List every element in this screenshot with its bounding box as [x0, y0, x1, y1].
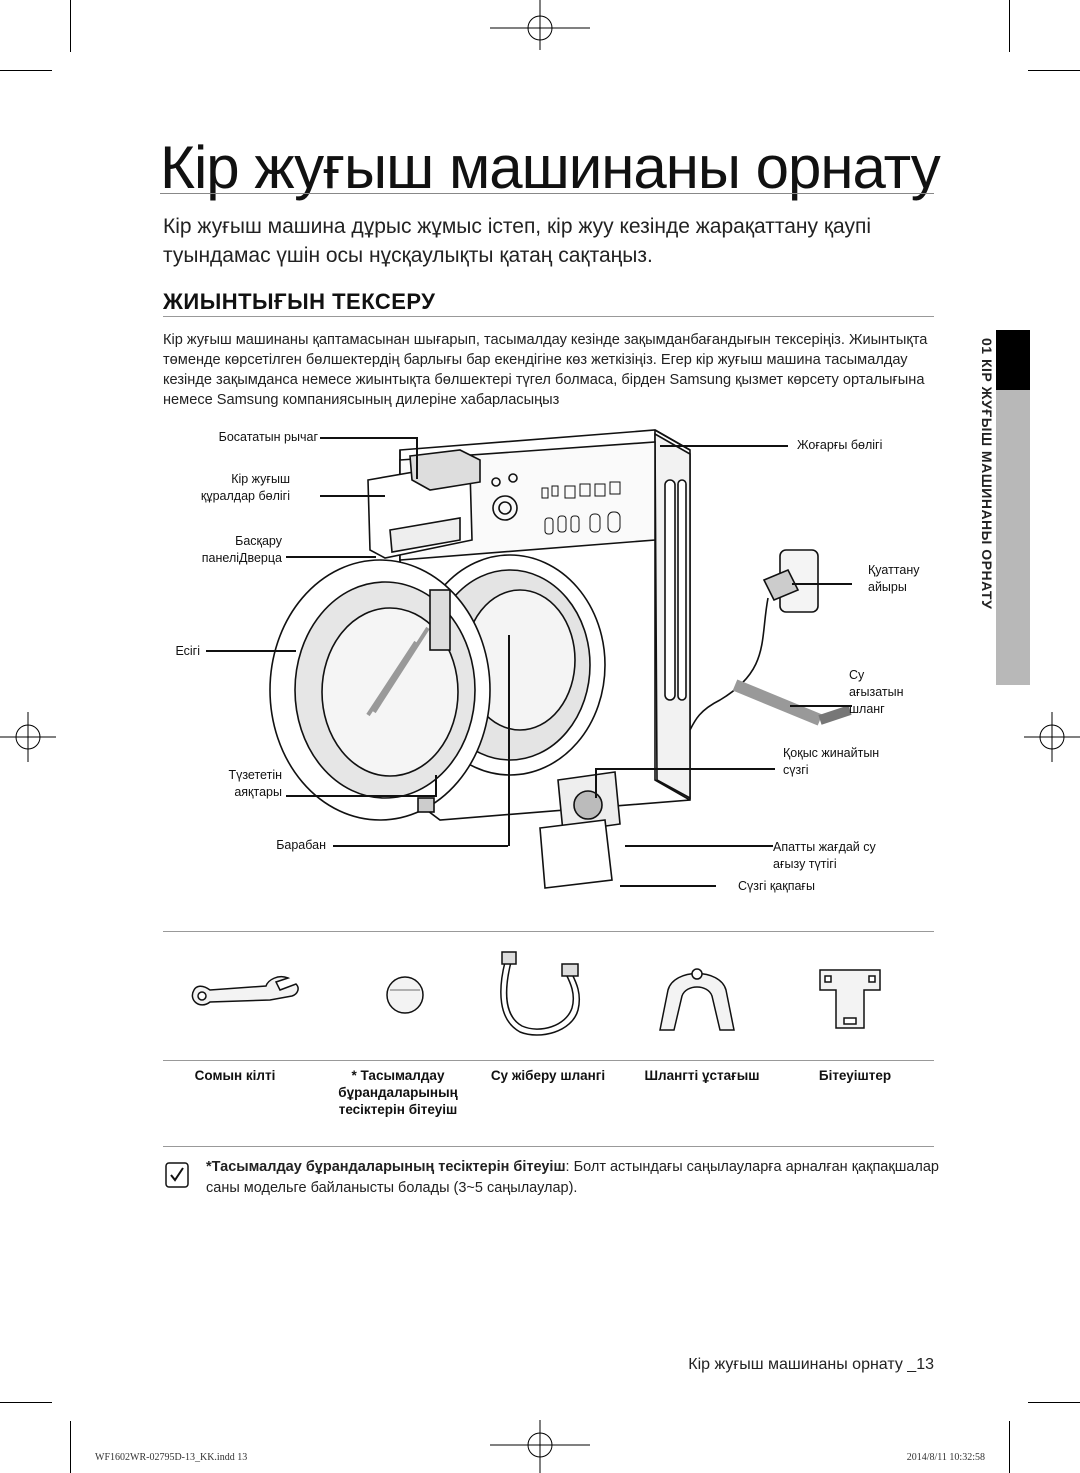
- section-body: Кір жуғыш машинаны қаптамасынан шығарып,…: [163, 332, 928, 408]
- label-leveling-feet: Түзететін аяқтары: [228, 768, 282, 799]
- chapter-tab-bar: [996, 390, 1030, 685]
- label-drum: Барабан: [276, 838, 326, 852]
- label-control-panel: Басқару панеліДверца: [201, 534, 282, 565]
- label-power-plug: Қуаттану айыры: [868, 563, 920, 594]
- accessories-mid-rule: [163, 1060, 934, 1061]
- label-detergent-drawer: Кір жуғыш құралдар бөлігі: [200, 472, 290, 503]
- accessory-label-water-hose: Су жіберу шлангі: [490, 1068, 606, 1083]
- label-emergency-drain: Апатты жағдай су ағызу түтігі: [773, 840, 876, 871]
- holder-icon: [819, 969, 881, 1029]
- slug-timestamp: 2014/8/11 10:32:58: [906, 1452, 985, 1463]
- water-hose-icon: [500, 951, 581, 1036]
- label-door: Есігі: [175, 644, 200, 658]
- accessories-top-rule: [163, 931, 934, 932]
- accessory-label-spanner: Сомын кілті: [194, 1068, 276, 1083]
- accessory-label-bolt-cap: * Тасымалдау бұрандаларының тесіктерін б…: [338, 1068, 458, 1117]
- page-title: Кір жуғыш машинаны орнату: [160, 134, 941, 201]
- label-filter-cover: Сүзгі қақпағы: [738, 879, 815, 893]
- hose-guide-icon: [659, 968, 735, 1031]
- label-worktop: Жоғарғы бөлігі: [797, 438, 883, 452]
- note-rule: [163, 1146, 934, 1147]
- note-icon: [165, 1162, 189, 1188]
- page-footer-title: Кір жуғыш машинаны орнату _13: [688, 1356, 934, 1373]
- washing-machine-diagram: [269, 429, 852, 889]
- accessory-label-hose-guide: Шлангті ұстағыш: [644, 1068, 760, 1083]
- accessory-label-holder: Бітеуіштер: [818, 1068, 892, 1083]
- note-body: : Болт астындағы саңылауларға арналған қ…: [206, 1159, 939, 1196]
- slug-filename: WF1602WR-02795D-13_KK.indd 13: [95, 1452, 248, 1463]
- section-heading: ЖИЫНТЫҒЫН ТЕКСЕРУ: [163, 289, 436, 314]
- label-debris-filter: Қоқыс жинайтын сүзгі: [783, 746, 880, 777]
- intro-paragraph: Кір жуғыш машина дұрыс жұмыс істеп, кір …: [163, 215, 872, 267]
- bolt-cap-icon: [386, 976, 424, 1014]
- title-divider: [160, 193, 934, 194]
- spanner-icon: [191, 975, 299, 1006]
- note-bold: *Тасымалдау бұрандаларының тесіктерін бі…: [206, 1159, 566, 1175]
- section-divider: [163, 316, 934, 317]
- chapter-tab-marker: [996, 330, 1030, 390]
- label-drain-hose: Су ағызатын шланг: [849, 668, 904, 716]
- accessory-icons: [191, 951, 881, 1036]
- note-text: *Тасымалдау бұрандаларының тесіктерін бі…: [206, 1157, 946, 1199]
- label-release-lever: Босататын рычаг: [218, 430, 318, 444]
- chapter-tab-label: 01 КІР ЖУҒЫШ МАШИНАНЫ ОРНАТУ: [979, 338, 995, 610]
